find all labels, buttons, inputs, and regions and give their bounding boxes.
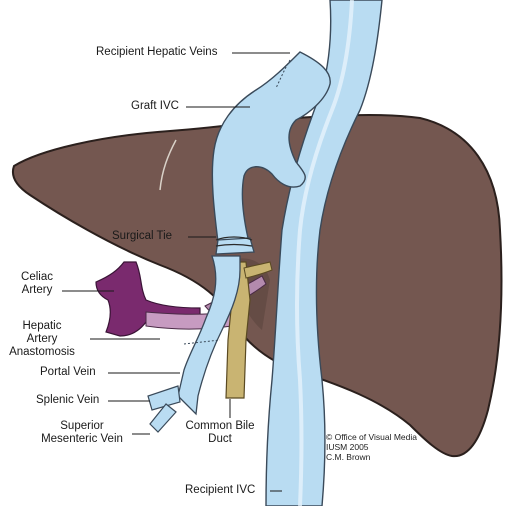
label-hepatic-artery-line3: Anastomosis <box>0 346 84 359</box>
label-celiac-artery-line2: Artery <box>16 284 58 297</box>
label-cbd-line1: Common Bile <box>180 420 260 433</box>
label-superior-mesenteric-vein: Superior Mesenteric Vein <box>30 420 134 446</box>
label-celiac-artery-line1: Celiac <box>16 271 58 284</box>
label-common-bile-duct: Common Bile Duct <box>180 420 260 446</box>
copyright-credit: © Office of Visual Media IUSM 2005 C.M. … <box>326 432 417 462</box>
credit-line3: C.M. Brown <box>326 452 417 462</box>
label-splenic-vein: Splenic Vein <box>36 394 99 407</box>
label-cbd-line2: Duct <box>180 433 260 446</box>
label-graft-ivc: Graft IVC <box>131 100 179 113</box>
label-smv-line2: Mesenteric Vein <box>30 433 134 446</box>
label-celiac-artery: Celiac Artery <box>16 271 58 297</box>
label-recipient-hepatic-veins: Recipient Hepatic Veins <box>96 46 217 59</box>
label-smv-line1: Superior <box>30 420 134 433</box>
label-portal-vein: Portal Vein <box>40 366 96 379</box>
label-recipient-ivc: Recipient IVC <box>185 484 255 497</box>
label-hepatic-artery-line2: Artery <box>0 333 84 346</box>
label-hepatic-artery-anastomosis: Hepatic Artery Anastomosis <box>0 320 84 359</box>
credit-line1: © Office of Visual Media <box>326 432 417 442</box>
label-surgical-tie: Surgical Tie <box>112 230 172 243</box>
credit-line2: IUSM 2005 <box>326 442 417 452</box>
label-hepatic-artery-line1: Hepatic <box>0 320 84 333</box>
